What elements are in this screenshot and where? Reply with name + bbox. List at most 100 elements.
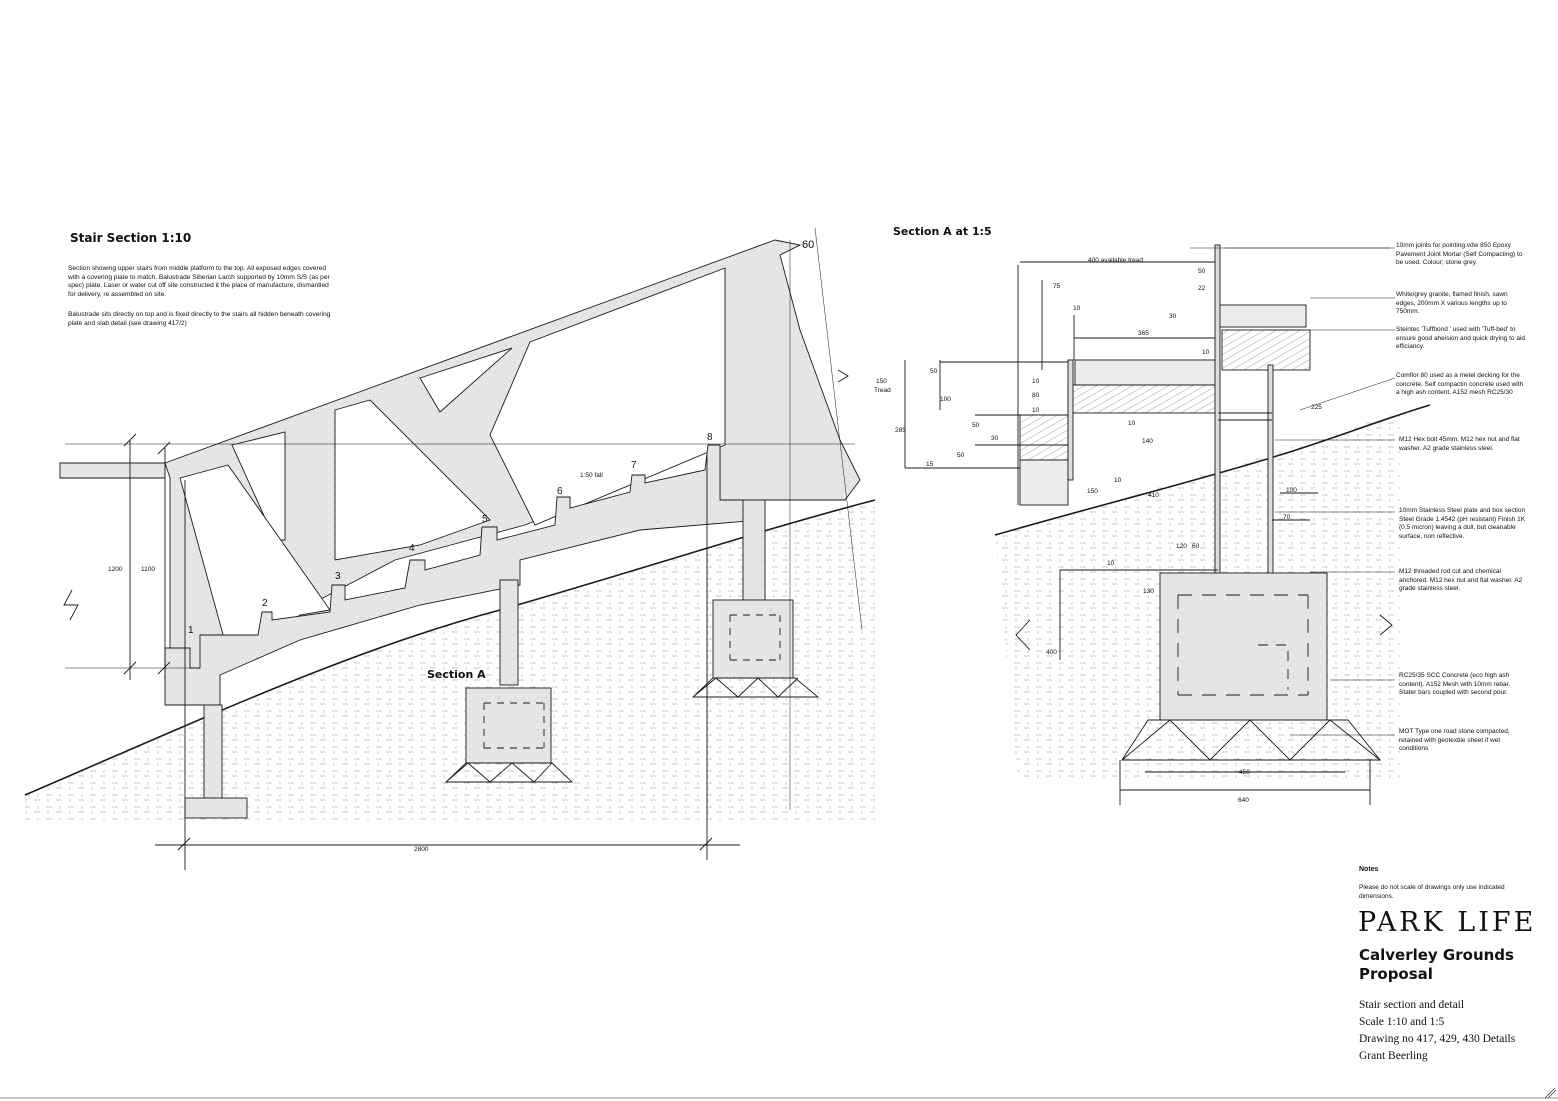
- dim-225: 225: [1311, 404, 1322, 411]
- step-number-2: 2: [262, 598, 268, 609]
- upper-deck: [1221, 329, 1311, 371]
- stair-section-description: Section showing upper stairs from middle…: [68, 265, 330, 298]
- annotation-concrete: RC25/35 SCC Concrete (eco high ash conte…: [1399, 672, 1511, 697]
- notes-body: Please do not scale of drawings only use…: [1359, 884, 1505, 900]
- footing-2: [465, 687, 552, 764]
- dim-50-top: 50: [1198, 268, 1206, 275]
- dim-285: 285: [895, 427, 906, 434]
- stair-section-drawing: [24, 227, 876, 870]
- dim-80: 80: [1032, 392, 1040, 399]
- dim-10-f: 10: [1114, 477, 1122, 484]
- section-a-ground-line: [994, 404, 1431, 536]
- tread-deck: [1067, 384, 1219, 414]
- dim-30: 30: [1169, 313, 1177, 320]
- stair-section-title: Stair Section 1:10: [70, 231, 192, 245]
- fall-label: 1:50 fall: [580, 472, 603, 479]
- balustrade-cutout-3: [419, 347, 513, 413]
- post-1: [203, 704, 223, 801]
- drawing-number: Drawing no 417, 429, 430 Details: [1359, 1033, 1516, 1045]
- lower-deck: [1019, 414, 1069, 461]
- footing-2-base: [444, 762, 574, 783]
- sheet-scale: Scale 1:10 and 1:5: [1359, 1016, 1445, 1028]
- dim-100: 100: [940, 396, 951, 403]
- steel-post-1: [1214, 244, 1221, 576]
- dim-1100: 1100: [141, 566, 155, 573]
- platform-slab: [59, 462, 166, 479]
- step-number-1: 1: [188, 625, 194, 636]
- post-2: [499, 579, 519, 686]
- footing-1: [184, 797, 248, 819]
- dim-70: 70: [1283, 514, 1291, 521]
- footing-3: [712, 599, 794, 679]
- dim-1200: 1200: [108, 566, 123, 573]
- dim-120: 120: [1176, 543, 1187, 550]
- granite-paving-upper: [1217, 304, 1307, 328]
- dim-15: 15: [926, 461, 934, 468]
- dim-60-a: 60: [1192, 543, 1200, 550]
- dim-30-b: 30: [991, 435, 999, 442]
- dim-150-b: 150: [1087, 488, 1098, 495]
- step-number-7: 7: [631, 460, 637, 471]
- dim-10-d: 10: [1032, 407, 1040, 414]
- project-title: Calverley Grounds Proposal: [1359, 946, 1514, 983]
- author-name: Grant Beerling: [1359, 1050, 1428, 1062]
- tread-label: Tread: [874, 387, 891, 394]
- dim-450: 450: [1239, 769, 1250, 776]
- footing-2-rebar: [483, 702, 545, 749]
- dim-10-c: 10: [1032, 378, 1040, 385]
- stair-section-balustrade-note: Balustrade sits directly on top and is f…: [68, 311, 331, 327]
- stair-soil: [25, 500, 875, 820]
- dim-50-b: 50: [930, 368, 938, 375]
- annotation-granite: White/grey granite, flamed finish, sawn …: [1396, 291, 1508, 316]
- dim-10-g: 10: [1107, 560, 1115, 567]
- section-a-callout: Section A: [427, 668, 486, 681]
- sheet-description: Stair section and detail: [1359, 999, 1465, 1011]
- stair-steps: [164, 444, 761, 706]
- balustrade-cutout-1: [231, 431, 286, 541]
- balustrade-cutout-4: [489, 267, 726, 526]
- step-number-6: 6: [557, 486, 563, 497]
- annotation-comflor: Comflor 80 used as a metel decking for t…: [1396, 372, 1524, 397]
- annotation-hex-bolt: M12 Hex bolt 45mm, M12 hex nut and flat …: [1399, 436, 1520, 452]
- section-a-drawing: [904, 244, 1431, 805]
- step-number-5: 5: [482, 514, 488, 525]
- step-number-4: 4: [409, 543, 415, 554]
- steel-post-3: [1067, 359, 1074, 481]
- steel-post-2: [1267, 364, 1274, 576]
- concrete-foundation: [1159, 572, 1328, 721]
- dim-130: 130: [1143, 588, 1154, 595]
- foundation-rebar-inner: [1258, 644, 1289, 690]
- tread-slab: [1074, 359, 1219, 386]
- dim-22: 22: [1198, 285, 1206, 292]
- balustrade-cutout-5: [179, 464, 331, 661]
- annotation-tuffbond: Steintec 'Tuffbond ' used with 'Tuff-bed…: [1396, 326, 1526, 351]
- dim-2800: 2800: [414, 846, 429, 853]
- post-3: [742, 499, 766, 601]
- dim-50-d: 50: [957, 452, 965, 459]
- step-number-3: 3: [335, 571, 341, 582]
- annotation-joints: 10mm joints for pointing.vdw 850 Epoxy P…: [1396, 242, 1523, 267]
- dim-400-tread: 400 available tread: [1088, 257, 1143, 264]
- dim-150-tread: 150: [876, 378, 887, 385]
- dim-60: 60: [802, 239, 815, 251]
- dim-10-a: 10: [1073, 305, 1081, 312]
- annotation-steel-plate: 10mm Stainless Steel plate and box secti…: [1399, 507, 1526, 540]
- step-number-8: 8: [707, 432, 713, 443]
- dim-10-e: 10: [1128, 420, 1136, 427]
- edge-fill: [1019, 459, 1069, 506]
- dim-100-b: 100: [1286, 487, 1297, 494]
- notes-heading: Notes: [1359, 866, 1379, 873]
- dim-410: 410: [1148, 492, 1159, 499]
- footing-3-base: [691, 677, 820, 698]
- dim-640: 640: [1238, 797, 1249, 804]
- annotation-mot: MOT Type one road stone compacted, retai…: [1399, 728, 1510, 753]
- annotation-threaded-rod: M12 threaded rod cut and chemical anchor…: [1399, 568, 1523, 593]
- dim-365: 365: [1138, 330, 1149, 337]
- brand-logo: PARK LIFE: [1358, 907, 1537, 938]
- dim-140: 140: [1142, 438, 1153, 445]
- mot-base: [1121, 719, 1381, 761]
- dim-75: 75: [1053, 283, 1061, 290]
- dim-10-b: 10: [1202, 349, 1210, 356]
